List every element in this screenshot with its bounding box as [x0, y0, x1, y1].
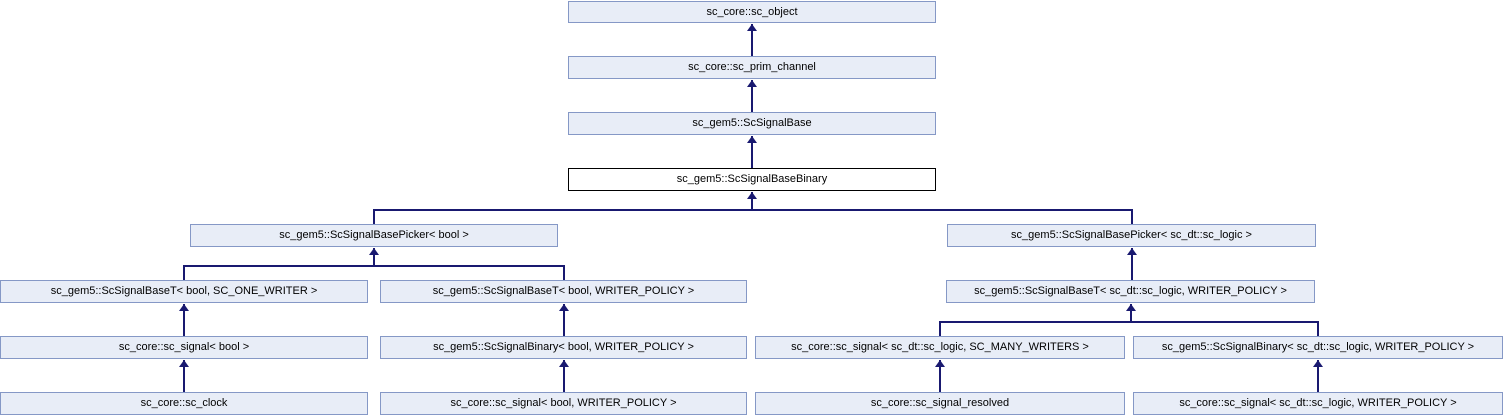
edge-drop-picker_logic — [1131, 209, 1133, 224]
edge-stem-sc_prim_channel — [751, 80, 753, 112]
edge-stem-baset_bool_one_writer — [183, 304, 185, 336]
class-node-scsignalbase[interactable]: sc_gem5::ScSignalBase — [568, 112, 936, 135]
class-node-sc_clock[interactable]: sc_core::sc_clock — [0, 392, 368, 415]
class-node-baset_logic_writer_policy[interactable]: sc_gem5::ScSignalBaseT< sc_dt::sc_logic,… — [946, 280, 1315, 303]
edge-stem-picker_bool — [373, 248, 375, 267]
class-node-binary_bool_writer_policy[interactable]: sc_gem5::ScSignalBinary< bool, WRITER_PO… — [380, 336, 747, 359]
edge-drop-baset_bool_one_writer — [183, 265, 185, 280]
class-node-signal_logic_writer_policy[interactable]: sc_core::sc_signal< sc_dt::sc_logic, WRI… — [1133, 392, 1503, 415]
class-node-scsignalbasebinary: sc_gem5::ScSignalBaseBinary — [568, 168, 936, 191]
edge-bus-picker_bool — [184, 265, 564, 267]
edge-stem-signal_bool — [183, 360, 185, 392]
class-node-picker_logic[interactable]: sc_gem5::ScSignalBasePicker< sc_dt::sc_l… — [947, 224, 1316, 247]
edge-drop-signal_logic_many_writers — [939, 321, 941, 336]
edge-drop-baset_bool_writer_policy — [563, 265, 565, 280]
class-node-sc_prim_channel[interactable]: sc_core::sc_prim_channel — [568, 56, 936, 79]
edge-stem-baset_logic_writer_policy — [1130, 304, 1132, 323]
class-node-baset_bool_writer_policy[interactable]: sc_gem5::ScSignalBaseT< bool, WRITER_POL… — [380, 280, 747, 303]
class-node-picker_bool[interactable]: sc_gem5::ScSignalBasePicker< bool > — [190, 224, 558, 247]
class-node-signal_logic_many_writers[interactable]: sc_core::sc_signal< sc_dt::sc_logic, SC_… — [755, 336, 1125, 359]
edge-stem-scsignalbasebinary — [751, 192, 753, 211]
edge-stem-signal_logic_many_writers — [939, 360, 941, 392]
edge-bus-baset_logic_writer_policy — [940, 321, 1318, 323]
edge-stem-binary_bool_writer_policy — [563, 360, 565, 392]
class-node-signal_bool_writer_policy[interactable]: sc_core::sc_signal< bool, WRITER_POLICY … — [380, 392, 747, 415]
edge-drop-picker_bool — [373, 209, 375, 224]
class-node-signal_bool[interactable]: sc_core::sc_signal< bool > — [0, 336, 368, 359]
edge-bus-scsignalbasebinary — [374, 209, 1132, 211]
edge-stem-binary_logic_writer_policy — [1317, 360, 1319, 392]
class-node-signal_resolved[interactable]: sc_core::sc_signal_resolved — [755, 392, 1125, 415]
edge-stem-scsignalbase — [751, 136, 753, 168]
class-node-binary_logic_writer_policy[interactable]: sc_gem5::ScSignalBinary< sc_dt::sc_logic… — [1133, 336, 1503, 359]
edge-stem-baset_bool_writer_policy — [563, 304, 565, 336]
edge-drop-binary_logic_writer_policy — [1317, 321, 1319, 336]
class-node-baset_bool_one_writer[interactable]: sc_gem5::ScSignalBaseT< bool, SC_ONE_WRI… — [0, 280, 368, 303]
edge-stem-picker_logic — [1131, 248, 1133, 280]
class-node-sc_object[interactable]: sc_core::sc_object — [568, 1, 936, 23]
edge-stem-sc_object — [751, 24, 753, 56]
